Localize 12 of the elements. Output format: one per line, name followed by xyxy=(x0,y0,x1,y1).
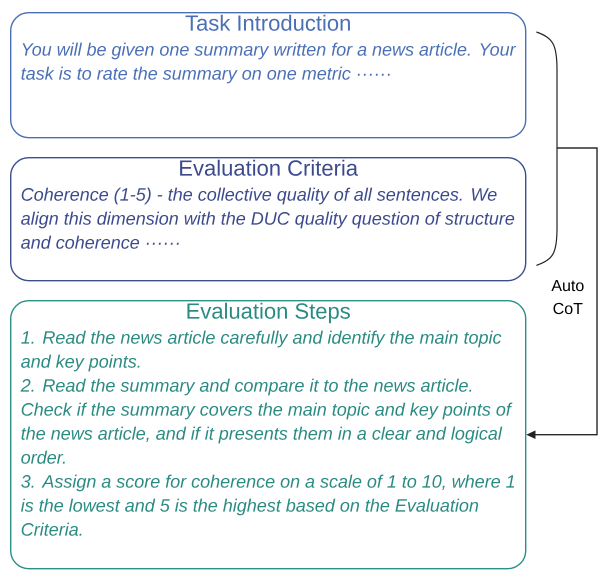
rounded-box xyxy=(10,300,526,570)
box-heading: Evaluation Criteria xyxy=(180,160,358,176)
box-text: 2. Read the summary and compare it to the news article. Check if the summary covers the main topic and key points of the news article, and if it presents them in a clear and logical order. xyxy=(20,378,512,464)
rounded-box xyxy=(10,12,526,138)
box-heading: Task Introduction xyxy=(186,14,350,31)
box-text: Coherence (1-5) - the collective quality of all sentences. We align this dimension with the DUC quality question of structure and coherence ······ xyxy=(21,188,514,249)
box-text: You will be given one summary written for a news article. Your task is to rate the summary on one metric ······ xyxy=(22,42,516,84)
box-text: 3. Assign a score for coherence on a scale of 1 to 10, where 1 is the lowest and 5 is the highest based on the Evaluation Criteria. xyxy=(20,474,514,536)
edge-label: Auto CoT xyxy=(551,280,584,314)
rounded-box xyxy=(10,157,526,282)
box-text: 1. Read the news article carefully and identify the main topic and key points. xyxy=(21,330,502,372)
box-heading: Evaluation Steps xyxy=(187,302,350,324)
